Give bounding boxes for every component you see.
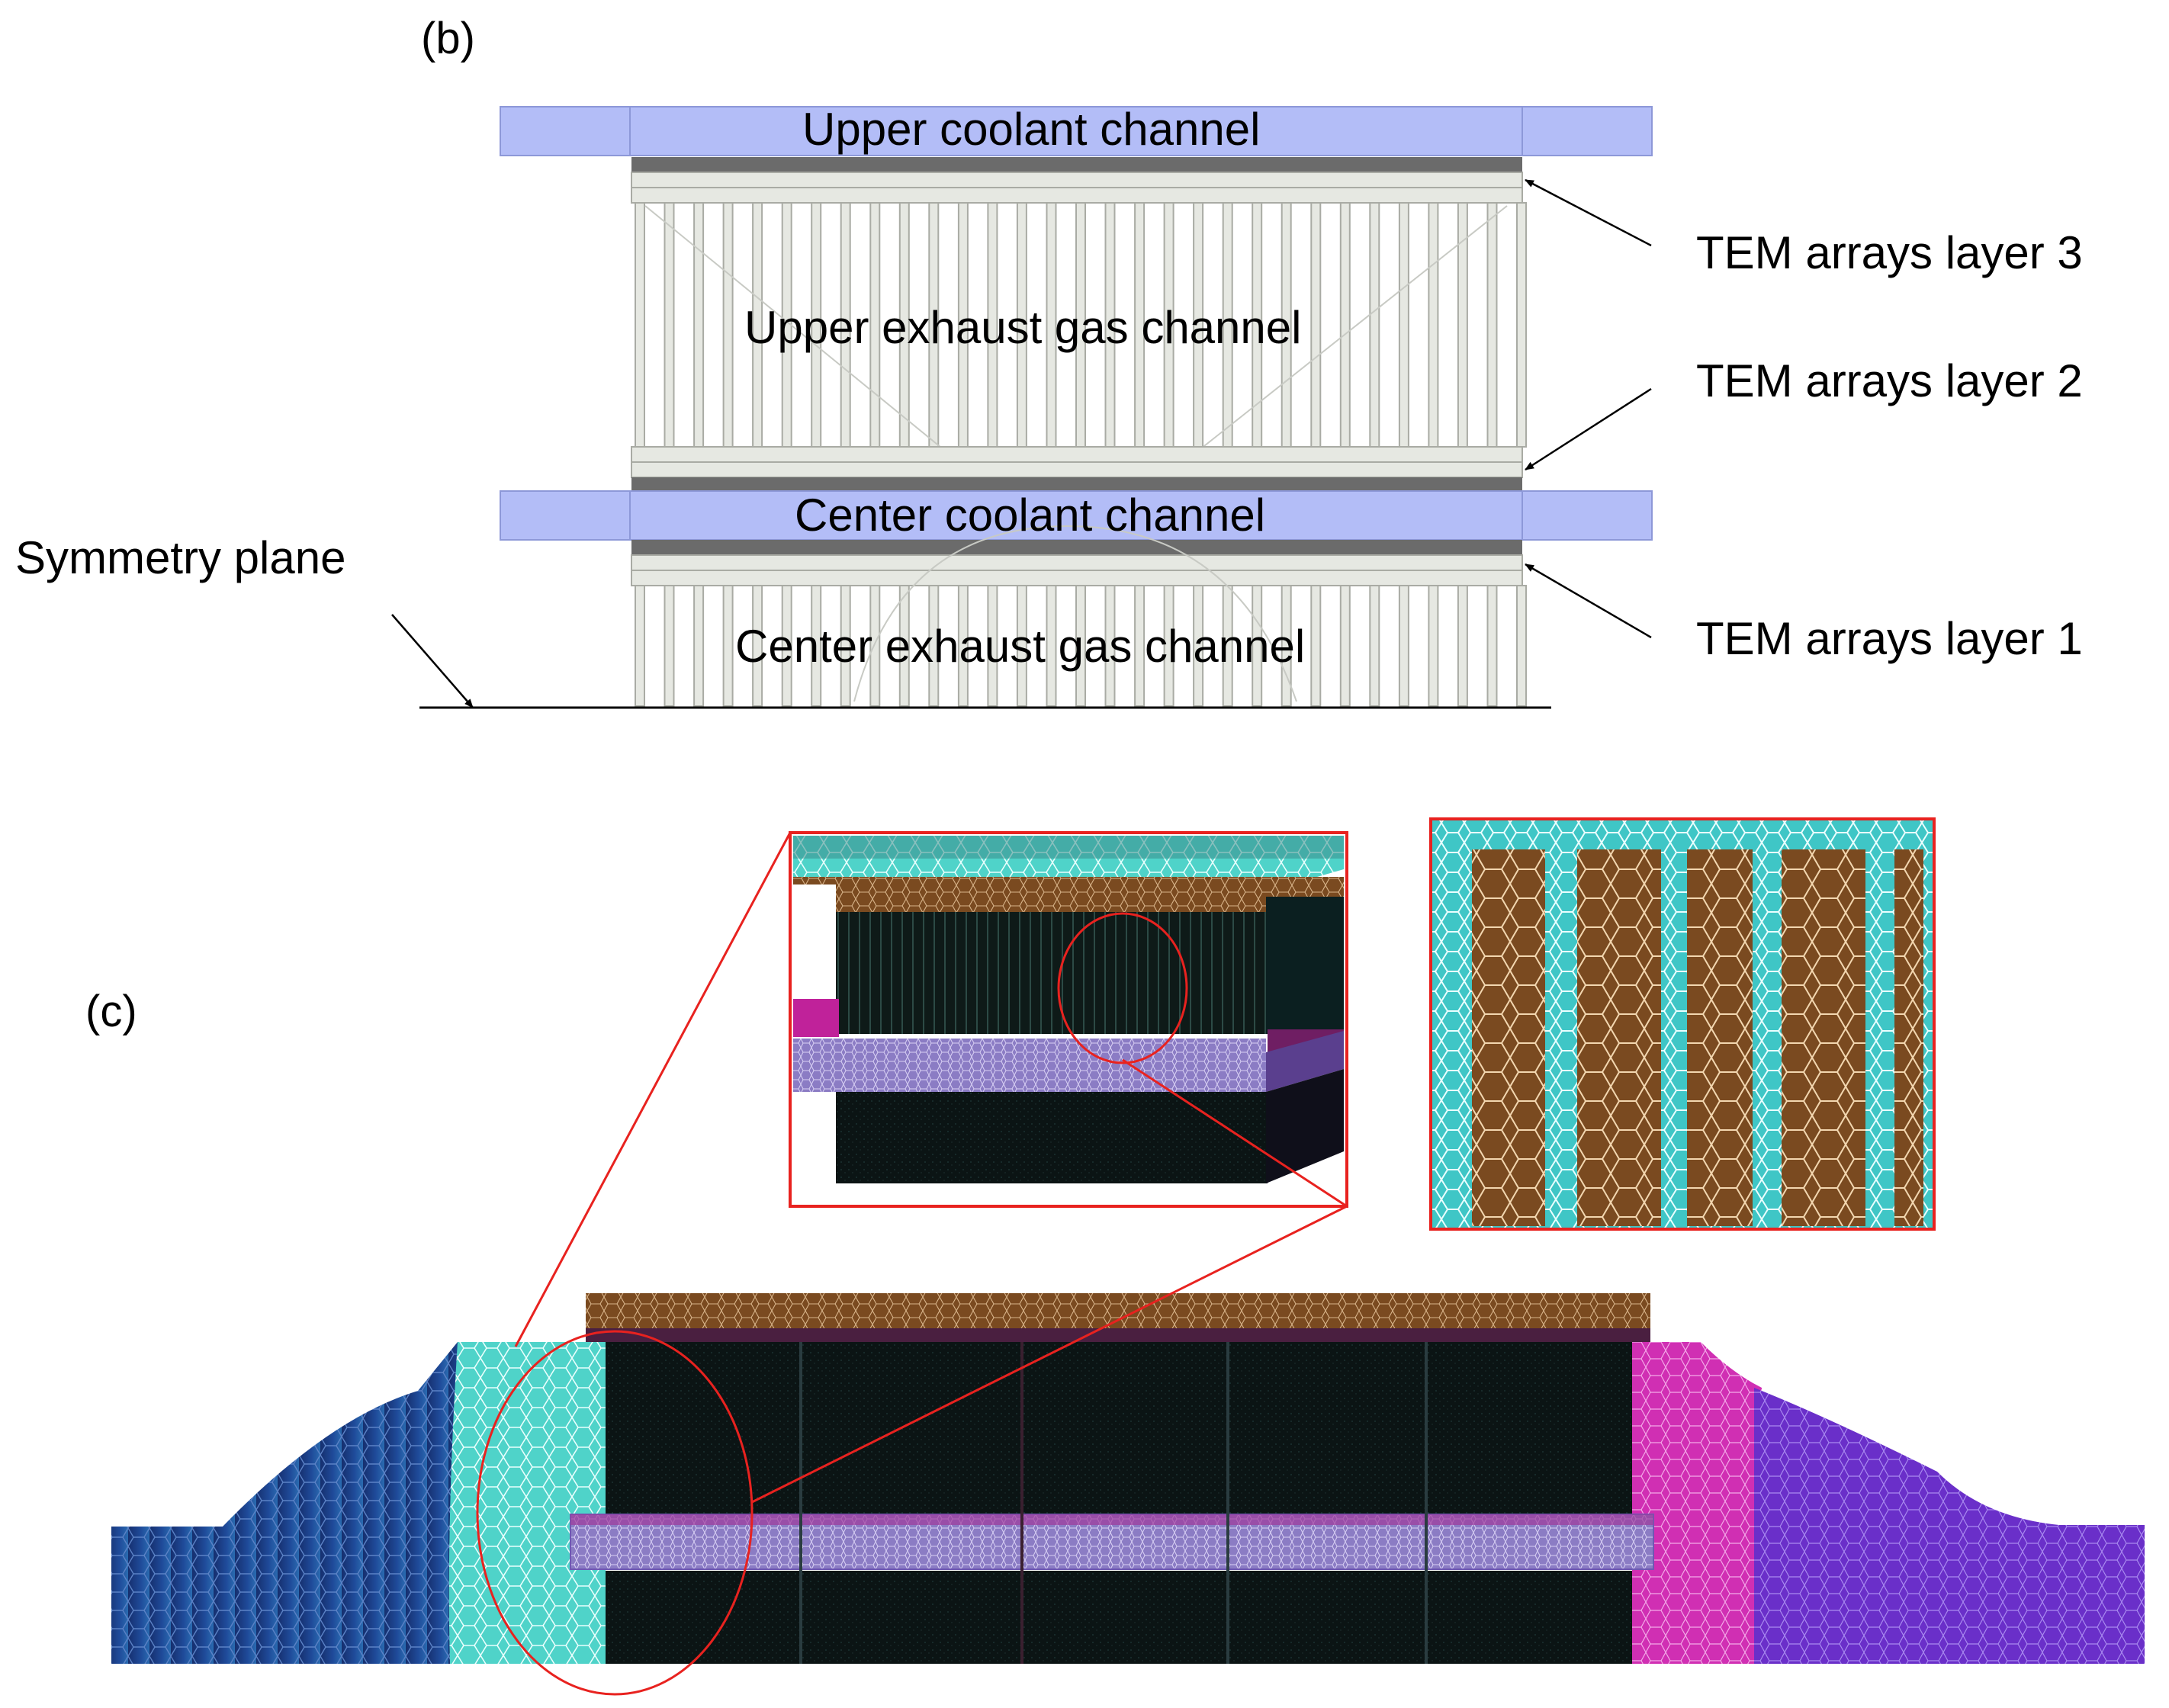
center-fin: [1016, 585, 1027, 707]
tem-layer-1-arrow: [1525, 563, 1652, 639]
center-fin: [722, 585, 734, 707]
tem-layer-3-label: TEM arrays layer 3: [1696, 227, 2083, 278]
center-fin: [1398, 585, 1409, 707]
panel-c-label: (c): [85, 987, 137, 1036]
tem-layer-1-plate: [631, 540, 1522, 555]
center-fin: [664, 585, 675, 707]
center-fin: [1428, 585, 1439, 707]
center-fin: [635, 585, 645, 707]
center-fin: [781, 585, 792, 707]
upper-coolant-label: Upper coolant channel: [802, 104, 1261, 155]
center-fin: [1310, 585, 1322, 707]
center-fin: [693, 585, 705, 707]
center-fin: [898, 585, 910, 707]
center-fin: [987, 585, 998, 707]
panel-b-label: (b): [421, 14, 475, 63]
zoom-inset-2: [1429, 817, 1936, 1231]
center-fin: [811, 585, 822, 707]
center-fin: [1516, 585, 1527, 707]
center-fin: [1252, 585, 1263, 707]
center-exhaust-fins: [635, 585, 1527, 707]
center-fin: [1104, 585, 1116, 707]
center-fin: [1457, 585, 1468, 707]
tem-layer-1-label: TEM arrays layer 1: [1696, 613, 2083, 664]
center-fin: [1046, 585, 1057, 707]
tem-layer-3-plate: [631, 157, 1522, 172]
center-fin: [840, 585, 851, 707]
center-exhaust-label: Center exhaust gas channel: [735, 621, 1306, 672]
center-fin: [928, 585, 940, 707]
center-fin: [1134, 585, 1146, 707]
tem-layer-3-arrow: [1525, 178, 1652, 247]
upper-coolant-channel: [500, 106, 1653, 156]
center-fin: [869, 585, 881, 707]
center-fin: [1075, 585, 1086, 707]
center-fin: [957, 585, 969, 707]
center-fin: [752, 585, 763, 707]
zoom-inset-1: [789, 831, 1348, 1208]
upper-exhaust-fins: [635, 202, 1527, 448]
center-fin: [1281, 585, 1292, 707]
tem-layer-2-arrow: [1525, 387, 1652, 471]
center-fin: [1163, 585, 1174, 707]
center-coolant-label: Center coolant channel: [795, 490, 1266, 541]
tem-layer-2-label: TEM arrays layer 2: [1696, 355, 2083, 406]
center-fin: [1486, 585, 1498, 707]
center-fin: [1193, 585, 1204, 707]
upper-exhaust-label: Upper exhaust gas channel: [744, 302, 1302, 353]
symmetry-arrow: [391, 614, 474, 708]
center-fin: [1339, 585, 1351, 707]
main-mesh-body: [111, 1293, 2145, 1664]
center-fin: [1369, 585, 1380, 707]
tem-layer-2-plate: [631, 477, 1522, 491]
zoom-callout: [476, 832, 1348, 1696]
symmetry-plane-label: Symmetry plane: [15, 532, 346, 583]
